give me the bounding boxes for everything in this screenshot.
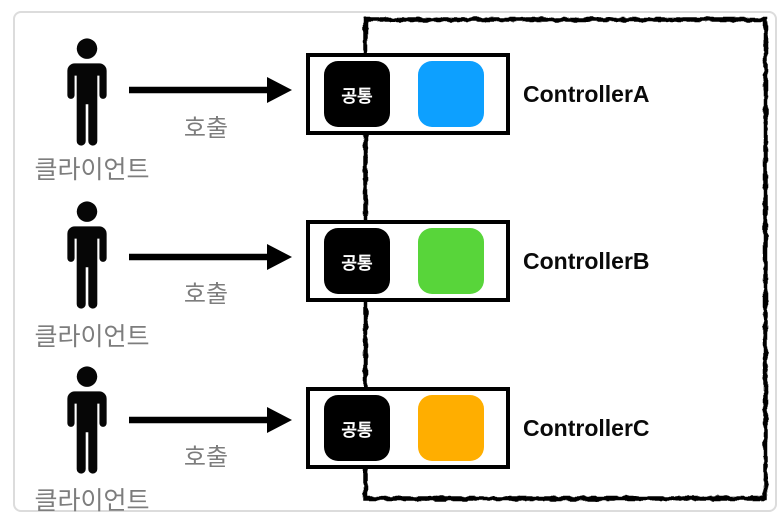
client-label: 클라이언트 <box>34 323 150 351</box>
client-person-icon <box>60 199 114 311</box>
page-frame <box>13 11 777 512</box>
controller-b-label: ControllerB <box>523 247 650 274</box>
client-person-icon <box>60 36 114 148</box>
common-badge: 공통 <box>324 61 390 127</box>
call-label: 호출 <box>183 115 229 142</box>
call-arrow <box>126 242 292 272</box>
call-arrow <box>126 75 292 105</box>
common-badge: 공통 <box>324 228 390 294</box>
controller-a-color-square <box>418 61 484 127</box>
client-person-icon <box>60 364 114 476</box>
controller-b-box: 공통 <box>306 220 510 302</box>
controller-a-label: ControllerA <box>523 80 650 107</box>
call-arrow <box>126 405 292 435</box>
controller-c-label: ControllerC <box>523 414 650 441</box>
controller-a-box: 공통 <box>306 53 510 135</box>
client-label: 클라이언트 <box>34 487 150 515</box>
call-label: 호출 <box>183 281 229 308</box>
controller-c-color-square <box>418 395 484 461</box>
controller-b-color-square <box>418 228 484 294</box>
call-label: 호출 <box>183 444 229 471</box>
client-label: 클라이언트 <box>34 156 150 184</box>
controller-c-box: 공통 <box>306 387 510 469</box>
common-badge: 공통 <box>324 395 390 461</box>
